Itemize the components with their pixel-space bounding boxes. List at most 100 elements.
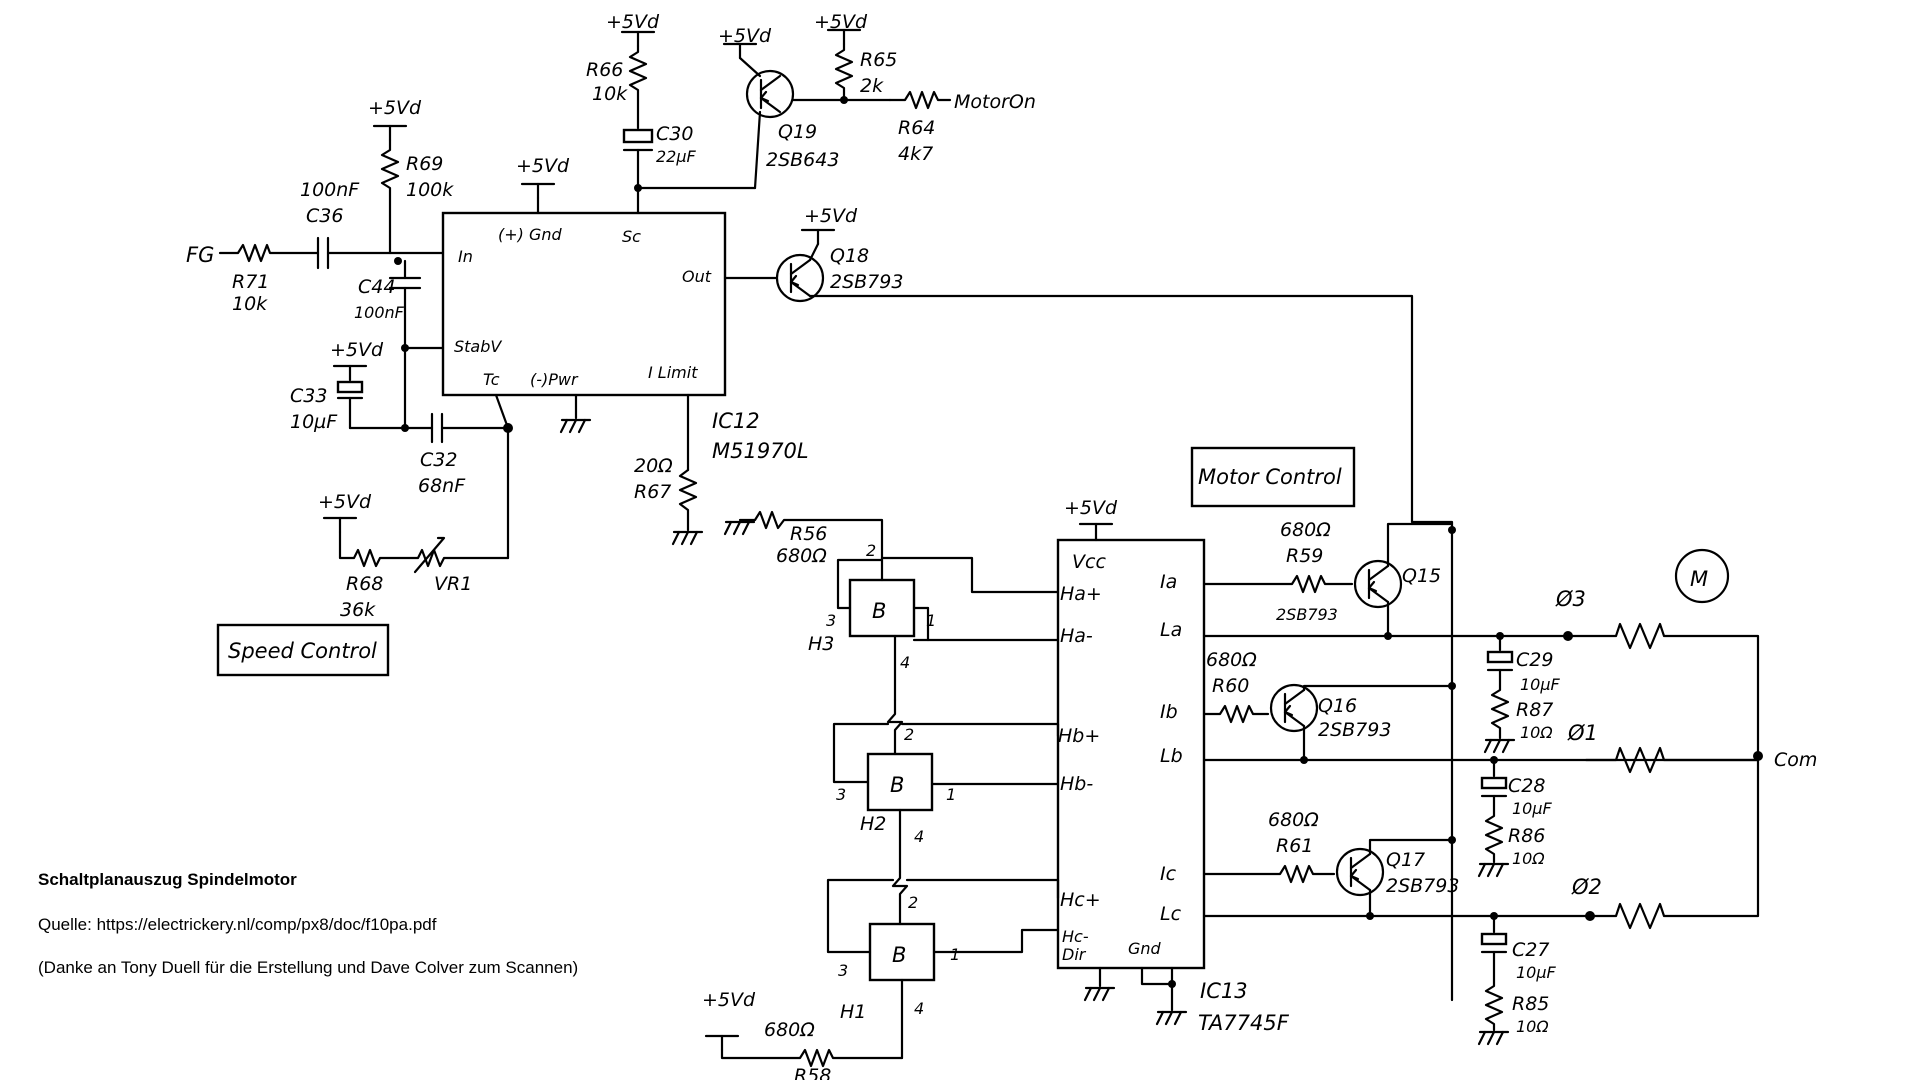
motor-control-box: [1190, 446, 1356, 508]
ic13-pin-lb: Lb: [1160, 745, 1183, 767]
c28-value: 10µF: [1512, 799, 1553, 818]
ic13-pin-ha-m: Ha-: [1060, 625, 1093, 647]
motor-symbol: [1674, 548, 1730, 604]
ic13-part: TA7745F: [1198, 1011, 1290, 1035]
h3-pin-4: 4: [900, 653, 910, 672]
signal-phi1: Ø1: [1567, 721, 1598, 745]
h3-pin-3: 3: [826, 611, 836, 630]
r60-name: R60: [1212, 675, 1249, 697]
ic13-pin-hc-p: Hc+: [1060, 889, 1101, 911]
ground-r67: [671, 530, 704, 546]
r71-value: 10k: [232, 293, 268, 315]
q17-name: Q17: [1386, 849, 1425, 871]
motor-label: M: [1690, 567, 1708, 591]
vcc-label-r58: +5Vd: [702, 989, 756, 1011]
r87-value: 10Ω: [1520, 723, 1553, 742]
r66-value: 10k: [592, 83, 628, 105]
r65-name: R65: [860, 49, 897, 71]
r64-name: R64: [898, 117, 935, 139]
c30-name: C30: [656, 123, 693, 145]
r86-value: 10Ω: [1512, 849, 1545, 868]
ic13-pin-gnd: Gnd: [1128, 939, 1162, 958]
signal-motor-on: MotorOn: [954, 91, 1036, 113]
q17-part: 2SB793: [1386, 875, 1459, 897]
q18-name: Q18: [830, 245, 869, 267]
r59-name: R59: [1286, 545, 1323, 567]
vcc-label-q18: +5Vd: [804, 205, 858, 227]
c29-value: 10µF: [1520, 675, 1561, 694]
h1-name: H1: [840, 1001, 866, 1023]
ic12-pin-sc: Sc: [622, 227, 641, 246]
c33-name: C33: [290, 385, 327, 407]
r56-name: R56: [790, 523, 827, 545]
q15-transistor: [1353, 559, 1403, 609]
h1-pin-4: 4: [914, 999, 924, 1018]
q18-part: 2SB793: [830, 271, 903, 293]
r58-name: R58: [794, 1065, 831, 1080]
ic12-pin-gnd: (+) Gnd: [498, 225, 563, 244]
ground-r86: [1477, 862, 1510, 878]
c32-name: C32: [420, 449, 457, 471]
ic13-pin-hc-m: Hc-: [1062, 927, 1089, 946]
r86-name: R86: [1508, 825, 1545, 847]
h2-pin-1: 1: [946, 785, 956, 804]
r69-name: R69: [406, 153, 443, 175]
speed-control-label: Speed Control: [228, 639, 377, 663]
c27-value: 10µF: [1516, 963, 1557, 982]
c32-value: 68nF: [418, 475, 466, 497]
caption-title: Schaltplanauszug Spindelmotor: [38, 870, 297, 889]
r58-value: 680Ω: [764, 1019, 815, 1041]
ic13-pin-ha-p: Ha+: [1060, 583, 1102, 605]
vcc-label-ic12: +5Vd: [516, 155, 570, 177]
vcc-label-c33: +5Vd: [330, 339, 384, 361]
ic12-pin-tc: Tc: [483, 370, 500, 389]
h1-symbol: B: [892, 943, 906, 967]
q16-part: 2SB793: [1318, 719, 1391, 741]
motor-control-label: Motor Control: [1198, 465, 1342, 489]
h3-name: H3: [808, 633, 834, 655]
ic13-pin-hb-m: Hb-: [1060, 773, 1093, 795]
r85-name: R85: [1512, 993, 1549, 1015]
ic12-pin-pwr: (-)Pwr: [530, 370, 579, 389]
c36-name: C36: [306, 205, 343, 227]
q15-part: 2SB793: [1276, 605, 1338, 624]
vcc-label-ic13: +5Vd: [1064, 497, 1118, 519]
ic12-chip: In (+) Gnd Sc Out StabV Tc (-)Pwr I Limi…: [441, 211, 809, 463]
speed-control-box: [216, 623, 390, 677]
ground-ic12: [559, 418, 592, 434]
h2-pin-3: 3: [836, 785, 846, 804]
q16-name: Q16: [1318, 695, 1357, 717]
vcc-label-r69: +5Vd: [368, 97, 422, 119]
r66-name: R66: [586, 59, 623, 81]
r67-name: R67: [634, 481, 671, 503]
ic12-name: IC12: [712, 409, 760, 433]
h2-symbol: B: [890, 773, 904, 797]
ic13-pin-dir: Dir: [1062, 945, 1087, 964]
vcc-label-r66: +5Vd: [606, 11, 660, 33]
h3-pin-1: 1: [926, 611, 936, 630]
c33-value: 10µF: [290, 411, 338, 433]
ic13-pin-ic: Ic: [1160, 863, 1177, 885]
h1-pin-3: 3: [838, 961, 848, 980]
c28-name: C28: [1508, 775, 1545, 797]
r67-value: 20Ω: [634, 455, 673, 477]
signal-phi2: Ø2: [1571, 875, 1602, 899]
c44-value: 100nF: [354, 303, 405, 322]
vcc-label-r65: +5Vd: [814, 11, 868, 33]
r60-value: 680Ω: [1206, 649, 1257, 671]
ic13-chip: Vcc Ha+ Ha- Hb+ Hb- Hc+ Hc- Dir Gnd Ia L…: [1056, 538, 1290, 1035]
q19-name: Q19: [778, 121, 817, 143]
r61-name: R61: [1276, 835, 1313, 857]
r59-value: 680Ω: [1280, 519, 1331, 541]
ic13-pin-la: La: [1160, 619, 1182, 641]
vcc-label-q19: +5Vd: [718, 25, 772, 47]
c30-value: 22µF: [656, 147, 697, 166]
ic13-pin-ib: Ib: [1160, 701, 1178, 723]
r65-value: 2k: [860, 75, 884, 97]
h1-pin-1: 1: [950, 945, 960, 964]
q19-transistor: [745, 69, 795, 119]
r71-name: R71: [232, 271, 269, 293]
q16-transistor: [1269, 683, 1319, 733]
ic13-pin-vcc: Vcc: [1072, 551, 1106, 573]
